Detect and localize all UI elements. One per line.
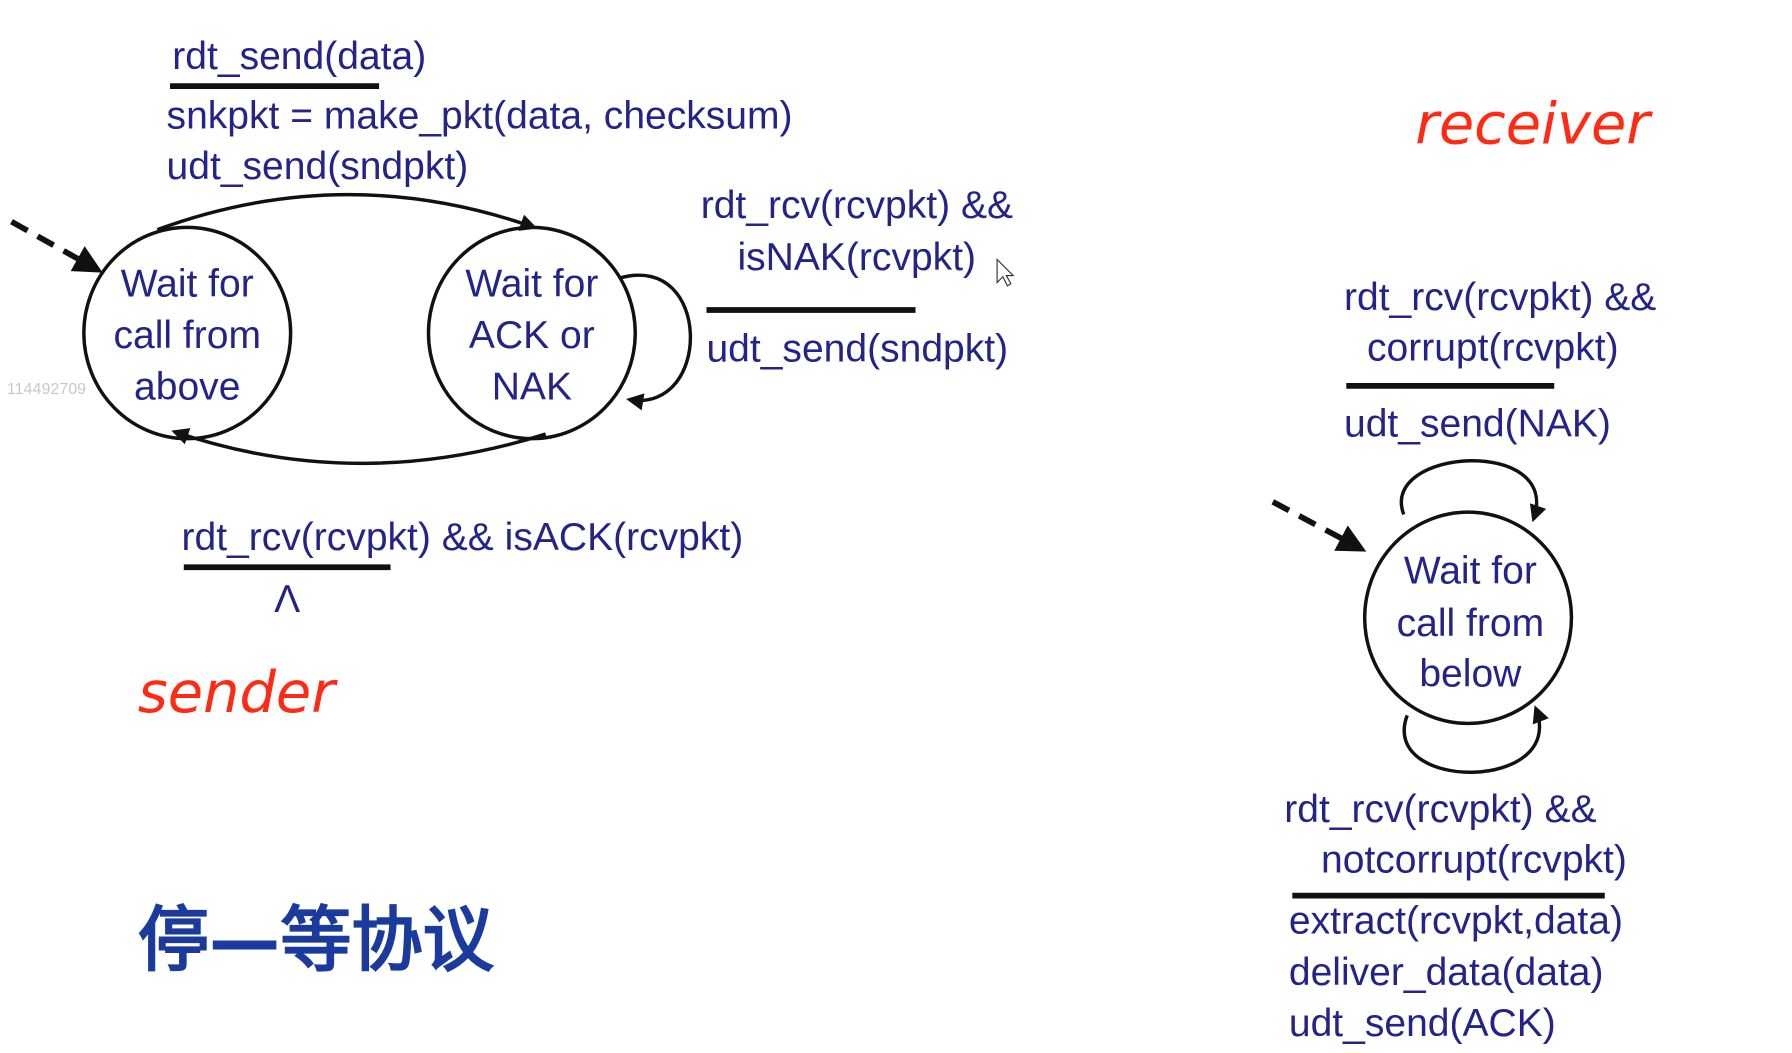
ack-event: rdt_rcv(rcvpkt) && isACK(rcvpkt) xyxy=(181,516,743,559)
nak-self-loop-arrow xyxy=(619,273,693,411)
corrupt-self-loop-arrow xyxy=(1399,459,1547,523)
ok-action: extract(rcvpkt,data) xyxy=(1289,900,1623,943)
nak-event: isNAK(rcvpkt) xyxy=(737,236,976,279)
watermark: 114492709 xyxy=(7,380,86,398)
corrupt-action: udt_send(NAK) xyxy=(1344,402,1611,445)
initial-state-arrow xyxy=(10,219,103,273)
send-transition-arrow xyxy=(156,192,538,232)
corrupt-event: rdt_rcv(rcvpkt) && xyxy=(1344,276,1656,319)
ok-event: rdt_rcv(rcvpkt) && xyxy=(1284,788,1596,831)
init-event: rdt_send(data) xyxy=(172,35,426,78)
initial-state-arrow xyxy=(1271,499,1367,552)
ok-action: udt_send(ACK) xyxy=(1289,1002,1556,1045)
init-action: snkpkt = make_pkt(data, checksum) xyxy=(167,95,793,138)
state-label: NAK xyxy=(492,366,572,409)
receiver-label: receiver xyxy=(1415,91,1653,158)
mouse-cursor-icon xyxy=(996,258,1015,287)
state-wait-below xyxy=(1362,510,1574,726)
ack-transition-arrow xyxy=(171,428,547,466)
slide-title: 停—等协议 xyxy=(138,899,495,982)
nak-event: rdt_rcv(rcvpkt) && xyxy=(701,184,1013,227)
corrupt-event: corrupt(rcvpkt) xyxy=(1367,327,1619,370)
state-label: below xyxy=(1419,653,1522,696)
state-label: ACK or xyxy=(469,314,595,357)
ok-event: notcorrupt(rcvpkt) xyxy=(1321,839,1627,882)
sender-label: sender xyxy=(138,659,338,726)
ack-action: Λ xyxy=(274,578,300,621)
state-label: Wait for xyxy=(121,262,254,305)
state-label: call from xyxy=(113,314,261,357)
init-action: udt_send(sndpkt) xyxy=(167,145,469,188)
state-label: above xyxy=(134,366,240,409)
ok-self-loop-arrow xyxy=(1402,705,1549,774)
state-label: call from xyxy=(1397,602,1545,645)
state-label: Wait for xyxy=(465,262,598,305)
state-label: Wait for xyxy=(1404,549,1537,592)
nak-action: udt_send(sndpkt) xyxy=(706,328,1008,371)
ok-action: deliver_data(data) xyxy=(1289,951,1604,994)
